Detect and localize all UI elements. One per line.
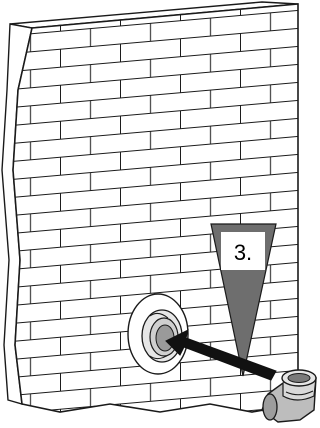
step-label: 3. (234, 240, 252, 265)
